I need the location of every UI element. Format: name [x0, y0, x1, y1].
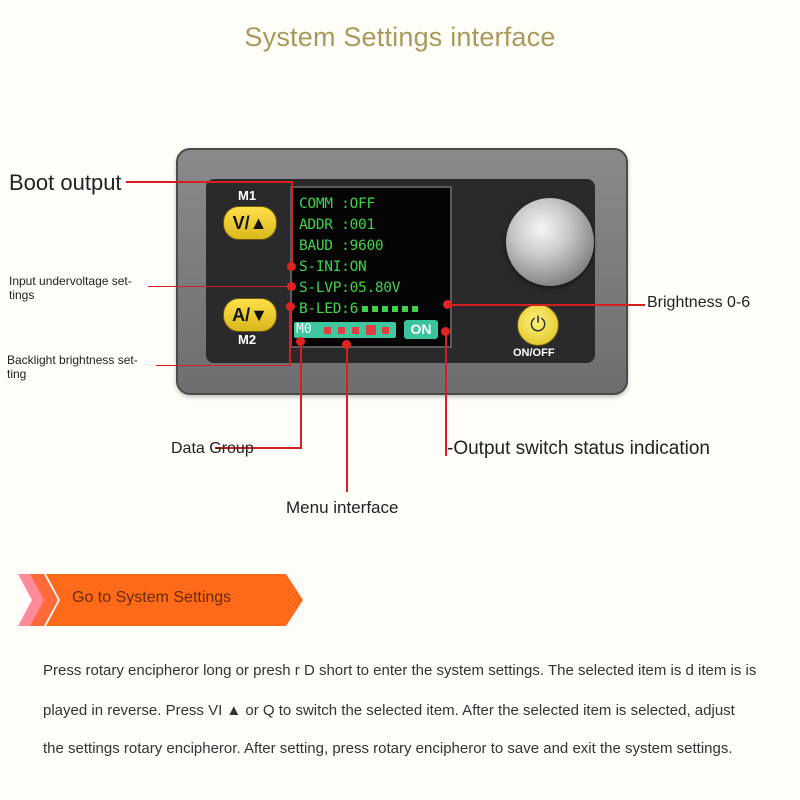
- marker-output: [441, 327, 450, 336]
- bled-text: B-LED:6: [299, 301, 359, 317]
- label-menu-interface: Menu interface: [286, 498, 399, 517]
- marker-brightness: [443, 300, 452, 309]
- brightness-segment: [372, 306, 379, 312]
- marker-menu: [342, 340, 351, 349]
- screen-line-sini: S-INI:ON: [299, 259, 367, 275]
- label-brightness: Brightness 0-6: [647, 294, 751, 311]
- page-title: System Settings interface: [244, 22, 556, 52]
- leader-undervoltage: [148, 286, 290, 287]
- power-label: ON/OFF: [513, 347, 555, 359]
- output-status-badge: ON: [404, 320, 438, 339]
- menu-bar: M0: [294, 322, 396, 338]
- leader-brightness: [450, 304, 645, 306]
- screen-line-addr: ADDR :001: [299, 217, 375, 233]
- label-boot-output: Boot output: [9, 170, 122, 195]
- leader-output: [445, 332, 447, 456]
- paragraph-line-2: played in reverse. Press VI ▲ or Q to sw…: [43, 702, 735, 719]
- paragraph-line-3: the settings rotary encipheror. After se…: [43, 740, 733, 757]
- data-group-number: M0: [296, 322, 312, 337]
- brightness-segment: [362, 306, 369, 312]
- leader-datagroup-h: [215, 447, 302, 449]
- rotary-encoder-knob[interactable]: [506, 198, 594, 286]
- screen-line-baud: BAUD :9600: [299, 238, 384, 254]
- brightness-segment: [382, 306, 389, 312]
- label-data-group: Data Group: [171, 440, 254, 457]
- screen-line-bled: B-LED:6: [299, 301, 419, 317]
- brightness-segment: [412, 306, 419, 312]
- menu-dot: [352, 327, 359, 334]
- leader-datagroup-v: [300, 340, 302, 448]
- marker-undervoltage: [287, 282, 296, 291]
- section-banner: [18, 574, 303, 626]
- leader-menu: [346, 344, 348, 492]
- menu-dot-active: [366, 325, 376, 335]
- label-backlight-1: Backlight brightness set-: [7, 353, 138, 367]
- power-button[interactable]: ⏻: [517, 304, 559, 346]
- screen-line-slvp: S-LVP:05.80V: [299, 280, 401, 296]
- power-icon: ⏻: [530, 314, 546, 336]
- marker-datagroup: [296, 337, 305, 346]
- label-backlight-2: ting: [7, 367, 27, 381]
- up-button[interactable]: V/▲: [223, 206, 277, 240]
- marker-backlight: [286, 302, 295, 311]
- menu-dot: [382, 327, 389, 334]
- leader-boot-v: [291, 181, 293, 267]
- leader-boot-h: [126, 181, 292, 183]
- m2-label: M2: [238, 332, 257, 347]
- down-button[interactable]: A/▼: [223, 298, 277, 332]
- brightness-segment: [392, 306, 399, 312]
- label-undervoltage-1: Input undervoltage set-: [9, 274, 132, 288]
- menu-dot: [338, 327, 345, 334]
- label-undervoltage-2: tings: [9, 288, 35, 302]
- m1-label: M1: [238, 188, 257, 203]
- banner-chevron: [30, 574, 58, 626]
- menu-dot: [324, 327, 331, 334]
- screen-line-comm: COMM :OFF: [299, 196, 375, 212]
- brightness-segment: [402, 306, 409, 312]
- marker-boot: [287, 262, 296, 271]
- label-output-switch: -Output switch status indication: [447, 438, 710, 459]
- banner-body: [46, 574, 303, 626]
- leader-backlight-v: [289, 306, 291, 366]
- banner-text: Go to System Settings: [72, 589, 232, 606]
- paragraph-line-1: Press rotary encipheror long or presh r …: [43, 662, 757, 679]
- leader-backlight-h: [156, 365, 290, 366]
